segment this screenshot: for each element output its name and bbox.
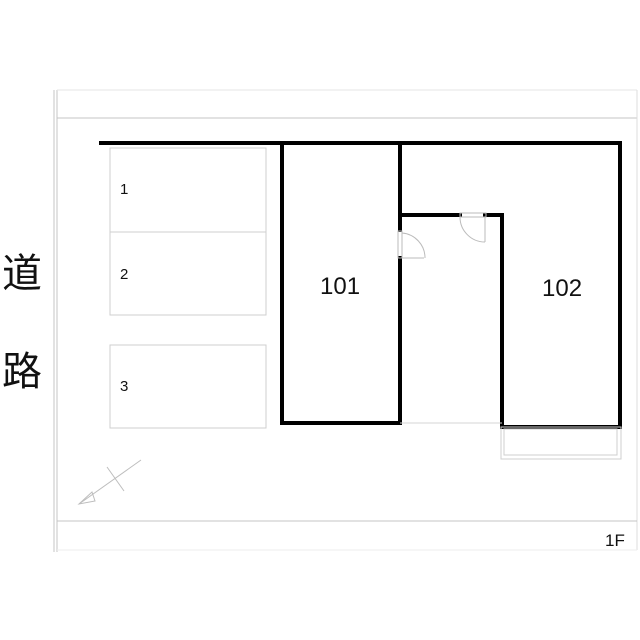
site-frame [53,89,638,552]
parking-label-3: 3 [120,378,129,395]
north-arrow-icon [77,459,142,505]
door-unit-101 [397,230,426,259]
parking-space-3 [109,344,267,429]
road-label-char-2: 路 [2,349,42,395]
parking-space-1 [109,147,267,233]
road-label-char-1: 道 [2,251,42,297]
parking-space-2 [109,231,267,316]
parking-label-1: 1 [120,181,129,198]
balcony-unit-102 [500,426,622,460]
door-unit-102 [459,212,487,243]
parking-label-2: 2 [120,266,129,283]
parking-spaces [109,147,267,429]
unit-label-102: 102 [542,275,583,302]
unit-label-101: 101 [320,273,361,300]
building-walls [99,141,622,429]
floor-label: 1F [605,531,625,550]
